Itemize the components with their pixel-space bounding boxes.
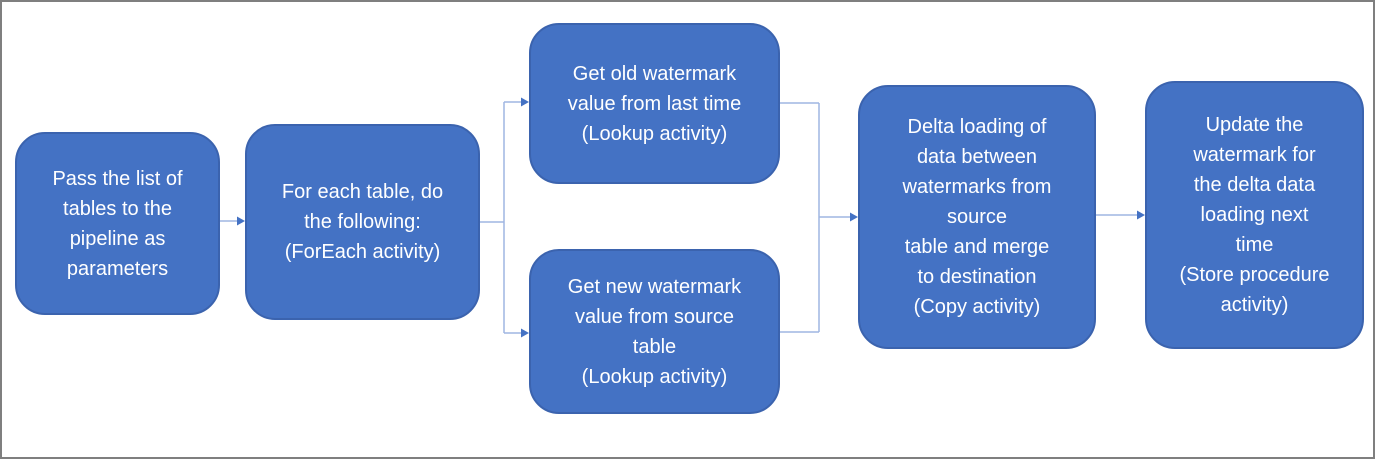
node-update-watermark: Update the watermark for the delta data … bbox=[1145, 81, 1364, 349]
node-get-old-watermark: Get old watermark value from last time (… bbox=[529, 23, 780, 184]
node-label: Update the watermark for the delta data … bbox=[1179, 114, 1330, 316]
node-get-new-watermark: Get new watermark value from source tabl… bbox=[529, 249, 780, 414]
arrow-right-icon bbox=[1137, 210, 1145, 220]
node-label: For each table, do the following: (ForEa… bbox=[281, 181, 444, 263]
arrow-right-icon bbox=[521, 97, 529, 107]
node-delta-loading: Delta loading of data between watermarks… bbox=[858, 85, 1096, 349]
node-pass-tables: Pass the list of tables to the pipeline … bbox=[15, 132, 220, 315]
node-label: Get new watermark value from source tabl… bbox=[567, 275, 742, 388]
arrow-right-icon bbox=[521, 328, 529, 338]
node-label: Delta loading of data between watermarks… bbox=[902, 116, 1052, 318]
arrow-right-icon bbox=[850, 212, 858, 222]
node-label: Get old watermark value from last time (… bbox=[567, 62, 742, 145]
node-foreach-table: For each table, do the following: (ForEa… bbox=[245, 124, 480, 320]
arrow-right-icon bbox=[237, 216, 245, 226]
node-label: Pass the list of tables to the pipeline … bbox=[52, 167, 183, 280]
